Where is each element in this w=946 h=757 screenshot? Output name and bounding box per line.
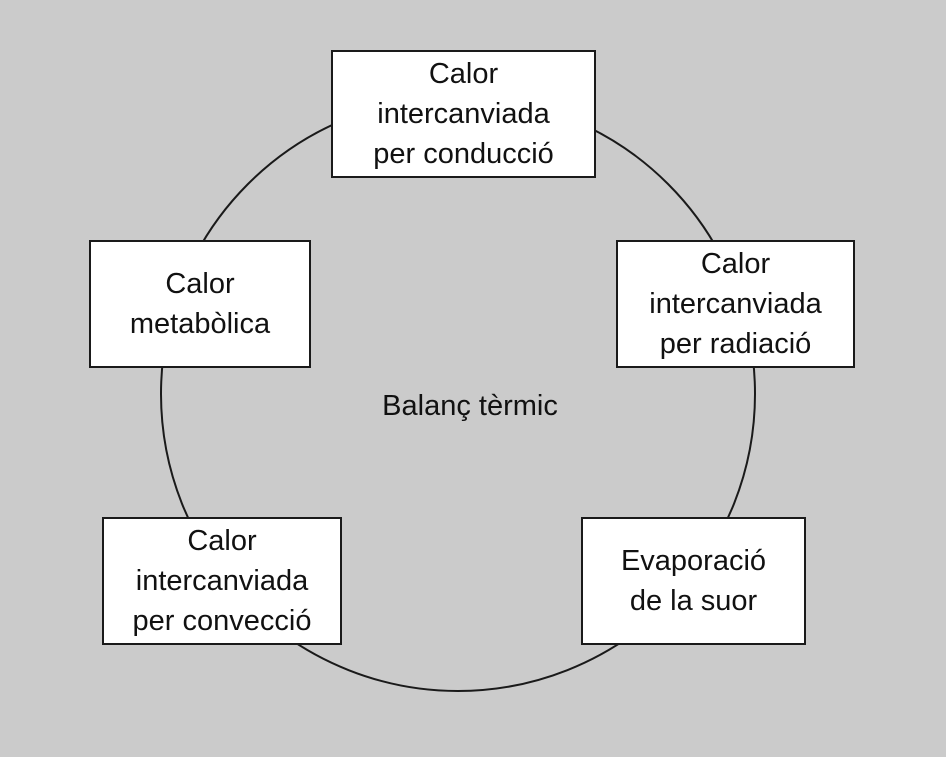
node-radiation: Calor intercanviada per radiació bbox=[616, 240, 855, 368]
node-metabolic-heat: Calor metabòlica bbox=[89, 240, 311, 368]
center-label: Balanç tèrmic bbox=[382, 390, 558, 422]
node-convection: Calor intercanviada per convecció bbox=[102, 517, 342, 645]
node-sweat-evaporation: Evaporació de la suor bbox=[581, 517, 806, 645]
node-conduction: Calor intercanviada per conducció bbox=[331, 50, 596, 178]
